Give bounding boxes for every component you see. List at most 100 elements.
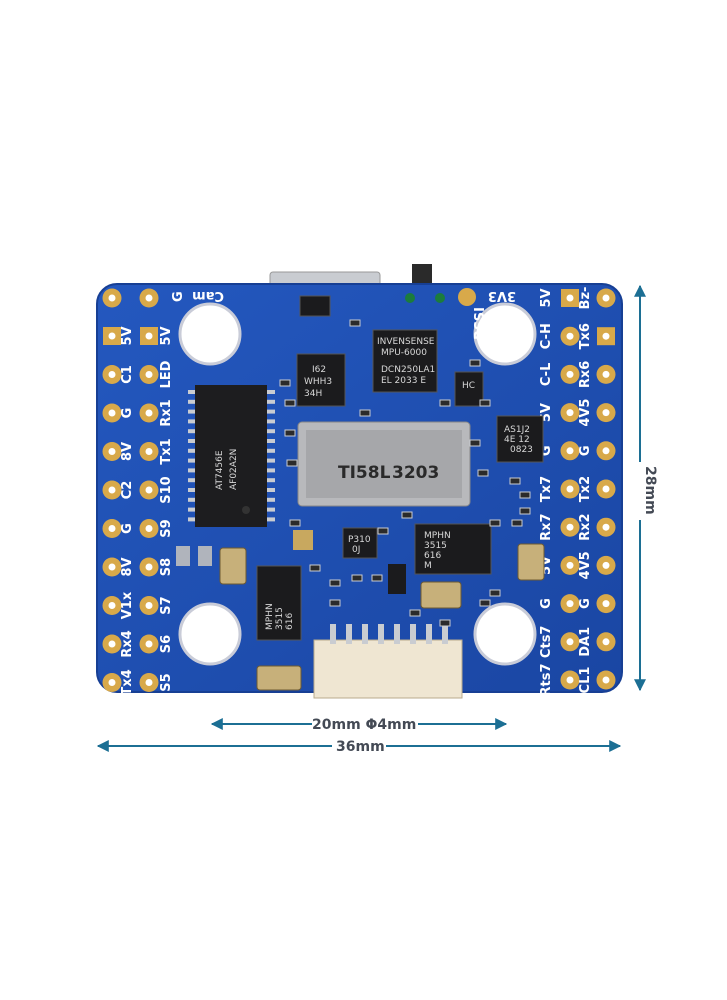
smd-part <box>439 399 451 407</box>
pad-right-6-hole <box>566 523 574 531</box>
pad-left2-6-hole <box>145 563 153 571</box>
label-col3-8: G <box>539 598 554 609</box>
pad-left-7-hole <box>108 602 116 609</box>
dimension-height-text: 28mm <box>642 466 658 515</box>
smd-part <box>309 564 321 572</box>
pad-right-10-hole <box>566 676 574 684</box>
imu-text-2: MPU-6000 <box>381 348 427 358</box>
osd-chip-pin <box>267 468 275 473</box>
pad-right-9-hole <box>566 638 574 646</box>
osd-chip-pin <box>188 448 196 453</box>
smd-part <box>286 459 298 467</box>
label-cam: Cam <box>192 288 224 303</box>
osd-chip-pin <box>188 390 196 394</box>
label-col1-6: 8V <box>120 557 135 576</box>
pad-left-9-hole <box>108 679 116 686</box>
pad-right2-8-hole <box>602 600 610 608</box>
pad-left-2-hole <box>108 409 116 417</box>
label-col3-10: Rts7 <box>539 663 554 696</box>
osd-chip-pin <box>188 399 196 404</box>
pad-left2-0-hole <box>145 332 153 340</box>
pad-top-1-hole <box>108 294 116 302</box>
osd-chip-pin <box>267 517 275 522</box>
label-col4-6: Rx2 <box>578 513 593 540</box>
pad-right2-10-hole <box>602 676 610 684</box>
baro-chip: I62 WHH3 34H <box>296 353 346 407</box>
label-3v3: 3V3 <box>488 288 516 303</box>
reg2-text-2: 3515 <box>275 607 285 630</box>
osd-chip-pin <box>188 439 196 443</box>
dimension-height: 28mm <box>634 284 658 692</box>
solder-pads <box>102 288 616 692</box>
imu-text-1: INVENSENSE <box>377 337 435 347</box>
smd-part <box>279 379 291 387</box>
smd-part <box>479 599 491 607</box>
osd-chip-pin <box>267 399 275 404</box>
sd-text-2: 3203 <box>392 463 439 483</box>
label-col4-3: 4V5 <box>578 399 593 427</box>
imu-text-4: EL 2033 E <box>381 376 426 386</box>
smd-part <box>284 429 296 437</box>
jst-pin <box>378 624 384 644</box>
imu-chip: INVENSENSE MPU-6000 DCN250LA1 EL 2033 E <box>372 329 438 393</box>
pad-left2-7-hole <box>145 602 153 609</box>
smd-part <box>351 574 363 582</box>
osd-chip-pin <box>188 429 196 434</box>
osd-chip-pin <box>188 409 196 414</box>
capacitors <box>176 530 545 691</box>
label-col2-6: S8 <box>159 558 174 576</box>
label-col2-2: Rx1 <box>159 399 174 426</box>
smd-part <box>284 399 296 407</box>
label-col1-2: G <box>120 408 135 419</box>
jst-pin <box>442 624 448 644</box>
smd-part <box>289 519 301 527</box>
label-col1-3: 8V <box>120 442 135 461</box>
label-col4-7: 4V5 <box>578 551 593 579</box>
pad-left2-4-hole <box>145 486 153 494</box>
smd-part <box>329 599 341 607</box>
misc1-text-2: 4E 12 <box>504 435 530 445</box>
status-led-pad-2 <box>435 293 445 303</box>
smd-part <box>329 579 341 587</box>
osd-chip-pin <box>267 497 275 502</box>
boot-button <box>412 264 432 286</box>
smd-part <box>469 359 481 367</box>
pad-right2-3-hole <box>602 409 610 417</box>
pad-top-2-hole <box>145 294 153 302</box>
smd-part <box>409 609 421 617</box>
pad-right2-7-hole <box>602 561 610 569</box>
label-col3-5: Tx7 <box>539 476 554 502</box>
pad-left2-3-hole <box>145 448 153 455</box>
label-col3-4: G <box>539 445 554 456</box>
pad-top-right-2-hole <box>602 294 610 302</box>
smd-part <box>511 519 523 527</box>
pad-right2-6-hole <box>602 523 610 531</box>
baro-text-2: WHH3 <box>304 377 332 387</box>
misc1-text-1: AS1J2 <box>504 425 530 435</box>
p310-text-2: 0J <box>352 545 360 555</box>
osd-chip-pin <box>188 478 196 483</box>
label-col2-9: S5 <box>159 673 174 691</box>
smd-part <box>509 477 521 485</box>
jst-pin <box>330 624 336 644</box>
pad-right2-1-hole <box>602 332 610 340</box>
pad-right-3-hole <box>566 409 574 417</box>
smd-components <box>279 319 531 627</box>
osd-chip-pin <box>267 488 275 492</box>
pad-right-5-hole <box>566 485 574 493</box>
osd-chip-pin <box>188 458 196 463</box>
label-col1-5: G <box>120 523 135 534</box>
label-col4-8: G <box>578 598 593 609</box>
pad-right2-2-hole <box>602 370 610 378</box>
label-col4-0: Bz- <box>578 287 593 310</box>
pad-left-4-hole <box>108 486 116 494</box>
label-col3-2: C-L <box>539 363 554 387</box>
misc1-text-3: 0823 <box>510 445 533 455</box>
smd-part <box>359 409 371 417</box>
dimension-outer: 36mm <box>96 739 622 755</box>
label-col1-7: V1x <box>120 591 135 619</box>
reg1-text-4: M <box>424 561 432 571</box>
label-col2-5: S9 <box>159 519 174 537</box>
osd-chip-pin <box>267 419 275 424</box>
